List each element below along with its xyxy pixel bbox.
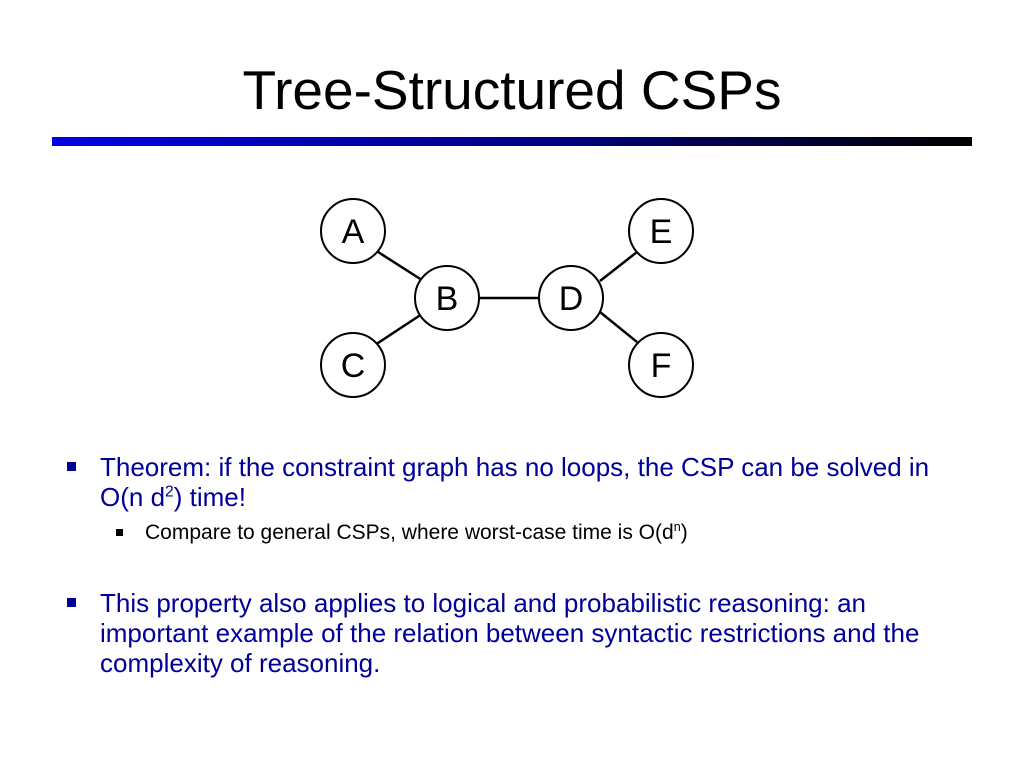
node-e-label: E — [650, 213, 673, 251]
node-a — [320, 198, 386, 264]
node-e — [628, 198, 694, 264]
sub-bullet-marker — [116, 529, 123, 536]
slide-title: Tree-Structured CSPs — [242, 59, 782, 121]
bullet-item-property: This property also applies to logical an… — [60, 588, 960, 678]
bullet-list: Theorem: if the constraint graph has no … — [60, 452, 960, 678]
constraint-graph: A B C D E F — [320, 198, 694, 398]
node-c-label: C — [341, 347, 366, 385]
node-f — [628, 332, 694, 398]
sub-bullet-text: Compare to general CSPs, where worst-cas… — [145, 520, 688, 544]
title-underline — [52, 137, 972, 146]
node-a-label: A — [342, 213, 365, 251]
bullet-text: Theorem: if the constraint graph has no … — [100, 452, 930, 512]
node-b — [414, 265, 480, 331]
edge-c-b — [374, 310, 426, 347]
bullet-marker — [67, 462, 76, 471]
node-d — [538, 265, 604, 331]
edge-a-b — [374, 248, 426, 284]
node-f-label: F — [651, 347, 672, 385]
bullet-item-theorem: Theorem: if the constraint graph has no … — [60, 452, 960, 512]
node-b-label: B — [436, 280, 459, 318]
edge-d-e — [599, 251, 638, 282]
node-c — [320, 332, 386, 398]
bullet-marker — [67, 598, 76, 607]
sub-bullet-item-compare: Compare to general CSPs, where worst-cas… — [60, 520, 960, 546]
node-d-label: D — [559, 280, 584, 318]
bullet-text: This property also applies to logical an… — [100, 588, 920, 678]
edge-d-f — [599, 311, 638, 343]
